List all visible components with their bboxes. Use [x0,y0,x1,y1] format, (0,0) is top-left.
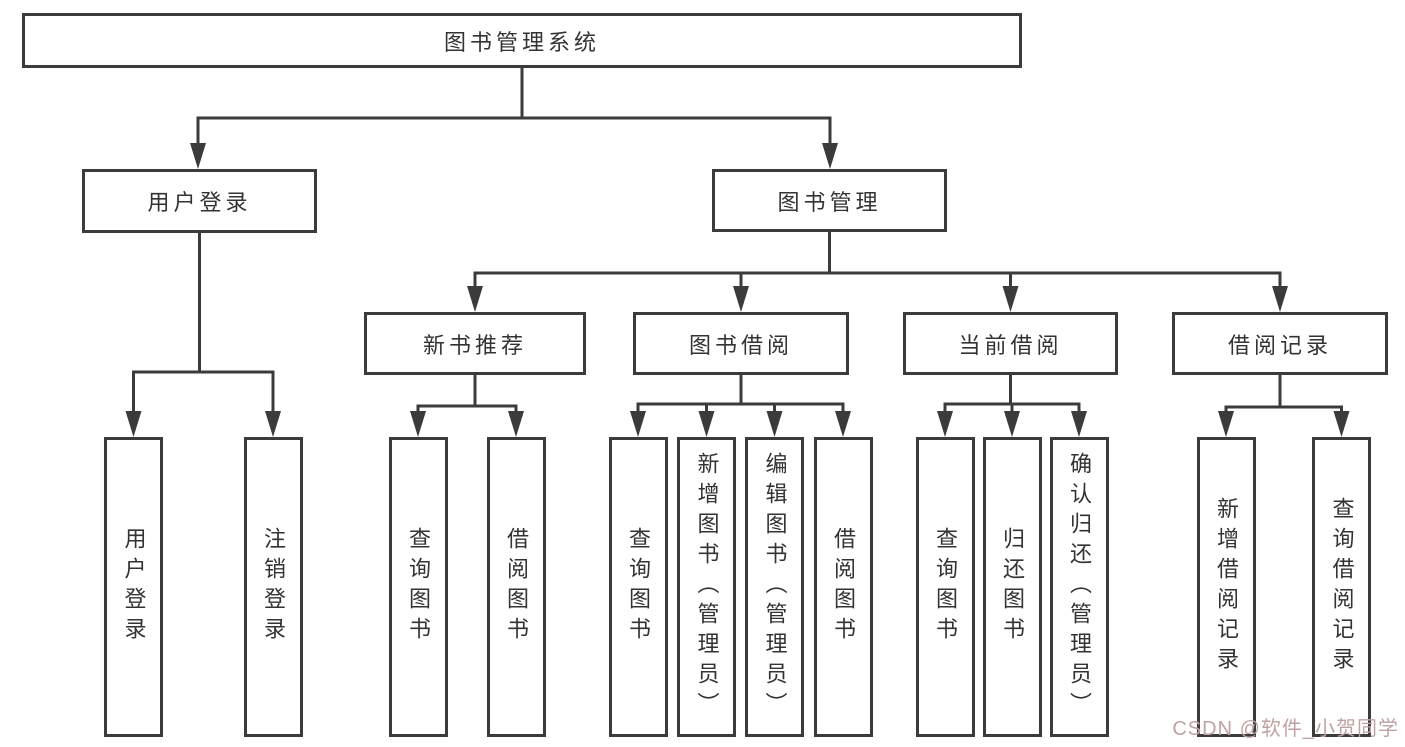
leaf-label: 查询图书 [626,527,651,647]
leaf-query-borrow-record: 查询借阅记录 [1312,437,1371,737]
leaf-label: 新增图书（管理员） [694,452,720,722]
leaf-confirm-return-admin: 确认归还（管理员） [1049,437,1109,737]
leaf-label: 编辑图书（管理员） [762,452,788,722]
node-current-borrowing: 当前借阅 [903,312,1118,375]
leaf-borrow-books-recommend: 借阅图书 [486,437,546,737]
node-user-login: 用户登录 [82,169,317,233]
node-book-borrowing: 图书借阅 [633,312,849,375]
node-new-book-recommend: 新书推荐 [364,312,586,375]
node-label: 新书推荐 [422,332,527,358]
leaf-label: 归还图书 [1000,527,1025,647]
leaf-borrow-books-borrowing: 借阅图书 [813,437,873,737]
leaf-label: 借阅图书 [831,527,856,647]
leaf-add-borrow-record: 新增借阅记录 [1196,437,1256,737]
leaf-label: 查询借阅记录 [1329,497,1355,677]
node-borrow-records: 借阅记录 [1172,312,1388,375]
node-label: 图书借阅 [688,332,793,358]
leaf-edit-books-admin: 编辑图书（管理员） [745,437,804,737]
node-library-system-root: 图书管理系统 [22,13,1022,68]
csdn-watermark: CSDN @软件_小贺同学 [1172,718,1399,740]
leaf-query-books-current: 查询图书 [915,437,975,737]
node-book-management: 图书管理 [712,169,947,232]
leaf-label: 查询图书 [406,527,431,647]
node-label: 用户登录 [147,190,252,215]
leaf-label: 查询图书 [933,527,958,647]
leaf-query-books-borrowing: 查询图书 [608,437,668,737]
node-label: 图书管理系统 [443,29,600,55]
leaf-add-books-admin: 新增图书（管理员） [677,437,736,737]
leaf-user-login: 用户登录 [104,437,163,737]
leaf-label: 借阅图书 [504,527,529,647]
leaf-label: 用户登录 [121,527,147,647]
node-label: 借阅记录 [1227,332,1332,358]
node-label: 当前借阅 [958,332,1063,358]
leaf-label: 确认归还（管理员） [1067,452,1092,722]
leaf-label: 新增借阅记录 [1214,497,1239,677]
leaf-logout: 注销登录 [243,437,303,737]
leaf-query-books-recommend: 查询图书 [388,437,448,737]
leaf-return-books: 归还图书 [982,437,1042,737]
leaf-label: 注销登录 [261,527,286,647]
node-label: 图书管理 [777,189,882,215]
